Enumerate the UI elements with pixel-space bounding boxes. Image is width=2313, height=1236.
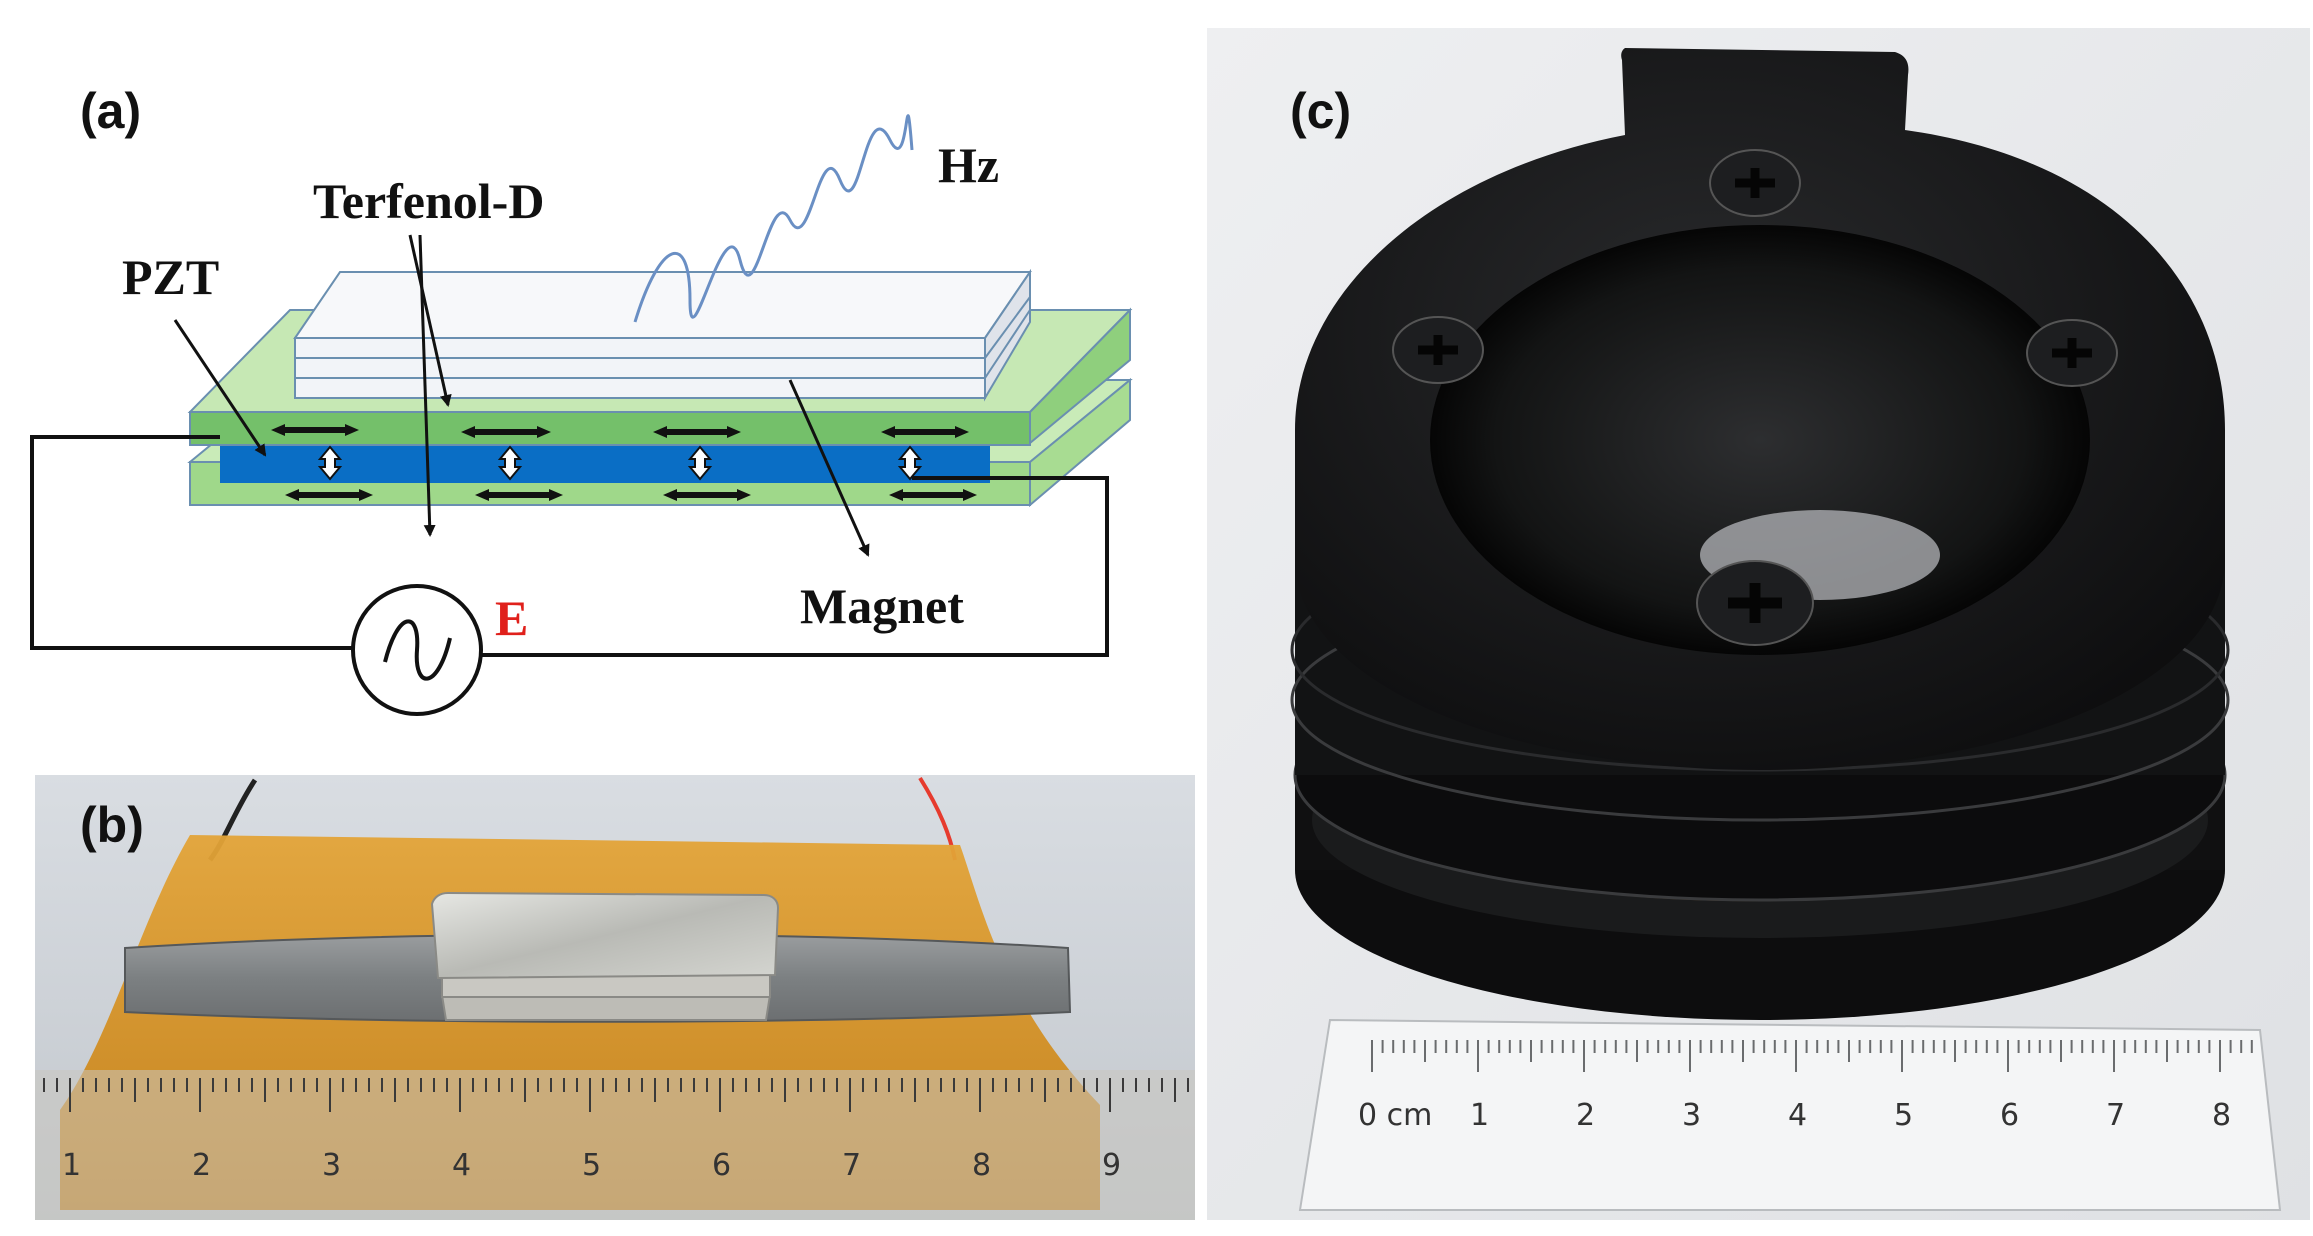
panel-a-label: (a): [80, 83, 141, 139]
ruler-b: 1 2 3 4 5 6 7 8 9: [35, 1070, 1195, 1220]
panel-a: (a): [30, 83, 1133, 716]
leader-arrows: [173, 234, 870, 557]
pzt-layer: [220, 443, 990, 483]
panel-b: 1 2 3 4 5 6 7 8 9 (b): [35, 775, 1195, 1220]
ruler-c-number: 3: [1682, 1098, 1701, 1133]
ruler-b-number: 1: [62, 1148, 81, 1183]
ac-source-icon: [351, 584, 483, 716]
ruler-c-number: 5: [1894, 1098, 1913, 1133]
magnetic-field-wave: [633, 114, 914, 323]
panel-c-label: (c): [1290, 83, 1351, 139]
hz-label: Hz: [938, 137, 999, 193]
terfenol-label: Terfenol-D: [313, 173, 544, 229]
ruler-b-number: 8: [972, 1148, 991, 1183]
pzt-label: PZT: [122, 249, 219, 305]
ruler-b-number: 5: [582, 1148, 601, 1183]
screw-icons: [1392, 149, 2118, 646]
screw-icon: [2026, 319, 2118, 387]
magnet-label: Magnet: [800, 578, 964, 634]
ruler-c-unit: 0 cm: [1358, 1098, 1432, 1133]
holder-top-ring: [1295, 48, 2225, 770]
ruler-c-number: 4: [1788, 1098, 1807, 1133]
ruler-b-number: 3: [322, 1148, 341, 1183]
circuit-wire: [30, 435, 1109, 657]
panel-c: 0 cm 1 2 3 4 5 6 7 8 (c): [1207, 28, 2310, 1220]
ruler-b-number: 9: [1102, 1148, 1121, 1183]
ruler-c-number: 6: [2000, 1098, 2019, 1133]
magnet-stack: [293, 268, 1032, 402]
panel-b-label: (b): [80, 797, 144, 853]
ruler-c: 0 cm 1 2 3 4 5 6 7 8: [1298, 1018, 2282, 1211]
ruler-b-number: 7: [842, 1148, 861, 1183]
e-field-label: E: [495, 590, 528, 646]
screw-icon: [1709, 149, 1801, 217]
polarization-arrows: [317, 445, 923, 481]
ruler-b-number: 2: [192, 1148, 211, 1183]
ruler-c-number: 2: [1576, 1098, 1595, 1133]
ruler-c-number: 1: [1470, 1098, 1489, 1133]
magnet-block: [430, 891, 780, 1021]
screw-icon: [1392, 316, 1484, 384]
strain-arrows: [271, 424, 977, 501]
screw-icon: [1696, 560, 1814, 646]
ruler-c-number: 8: [2212, 1098, 2231, 1133]
ruler-b-number: 6: [712, 1148, 731, 1183]
ruler-c-number: 7: [2106, 1098, 2125, 1133]
ruler-b-number: 4: [452, 1148, 471, 1183]
